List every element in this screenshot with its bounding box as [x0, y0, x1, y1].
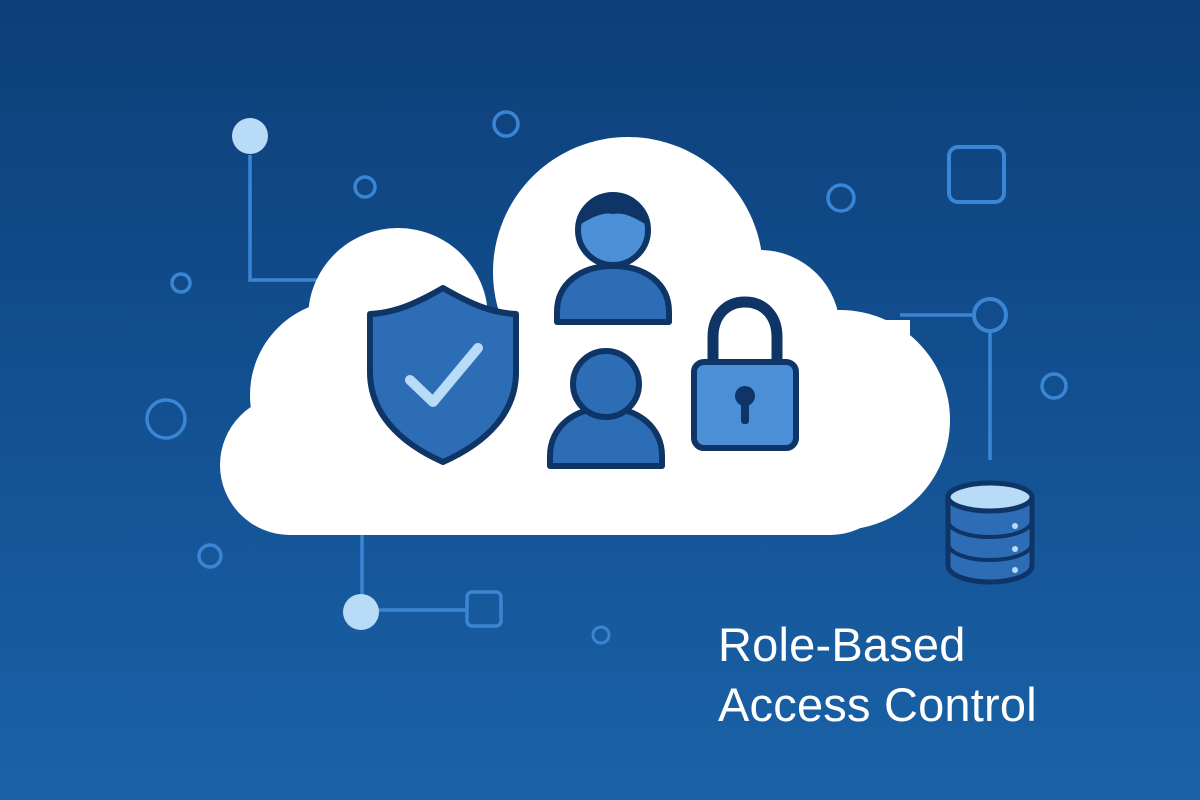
database-icon	[945, 480, 1035, 585]
ring-dot-8	[591, 625, 611, 645]
ring-dot-1	[492, 110, 520, 138]
network-node-right	[972, 297, 1008, 333]
cloud-shape	[220, 137, 950, 535]
user-icon	[554, 192, 672, 325]
ring-dot-5	[197, 543, 223, 569]
caption-title: Role-Based Access Control	[718, 615, 1178, 735]
ring-dot-7	[1040, 372, 1068, 400]
shield-check-icon	[367, 285, 519, 465]
network-nodes	[145, 110, 1068, 645]
network-node-bottom-left	[343, 594, 379, 630]
ring-dot-4	[145, 398, 187, 440]
network-line-bottom-left	[360, 535, 467, 612]
ring-dot-2	[353, 175, 377, 199]
network-line-top-left	[248, 155, 330, 282]
square-node-top-right	[947, 145, 1006, 204]
network-node-top-left	[232, 118, 268, 154]
caption-line-2: Access Control	[718, 678, 1037, 731]
ring-dot-3	[170, 272, 192, 294]
ring-dot-6	[826, 183, 856, 213]
square-node-bottom	[465, 590, 503, 628]
caption-line-1: Role-Based	[718, 618, 966, 671]
padlock-icon	[691, 296, 799, 451]
user-icon	[547, 348, 665, 469]
